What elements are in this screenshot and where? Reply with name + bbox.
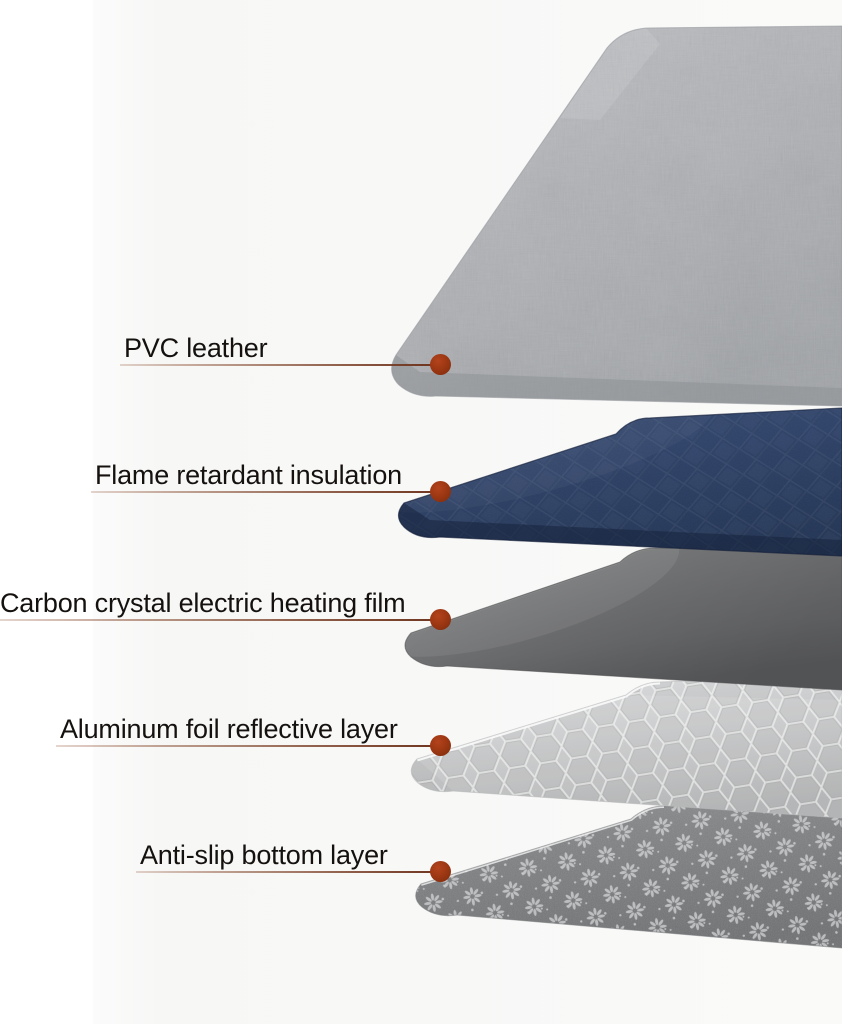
layer-aluminum-foil-outline [410, 675, 842, 819]
callout-dot-pvc-leather [430, 354, 451, 375]
layer-heating-film-outline [404, 545, 842, 691]
leader-line-anti-slip-bottom-layer [136, 871, 442, 873]
callout-label-pvc-leather: PVC leather [124, 333, 268, 363]
layer-insulation-outline [397, 407, 842, 557]
layer-anti-slip-outline [415, 799, 842, 949]
callout-dot-carbon-crystal-electric-heating-film [430, 609, 451, 630]
callout-dot-anti-slip-bottom-layer [430, 861, 451, 882]
layer-pvc-outline [391, 25, 842, 407]
callout-label-flame-retardant-insulation: Flame retardant insulation [95, 460, 402, 490]
callout-label-anti-slip-bottom-layer: Anti-slip bottom layer [140, 840, 388, 870]
callout-label-aluminum-foil-reflective-layer: Aluminum foil reflective layer [60, 714, 398, 744]
layer-pvc [391, 26, 842, 406]
layer-insulation [398, 408, 842, 556]
leader-line-aluminum-foil-reflective-layer [56, 745, 442, 747]
callout-dot-flame-retardant-insulation [430, 481, 451, 502]
leader-line-carbon-crystal-electric-heating-film [0, 619, 442, 621]
leader-line-flame-retardant-insulation [91, 491, 442, 493]
callout-label-carbon-crystal-electric-heating-film: Carbon crystal electric heating film [0, 588, 406, 618]
leader-line-pvc-leather [120, 364, 442, 366]
callout-dot-aluminum-foil-reflective-layer [430, 735, 451, 756]
